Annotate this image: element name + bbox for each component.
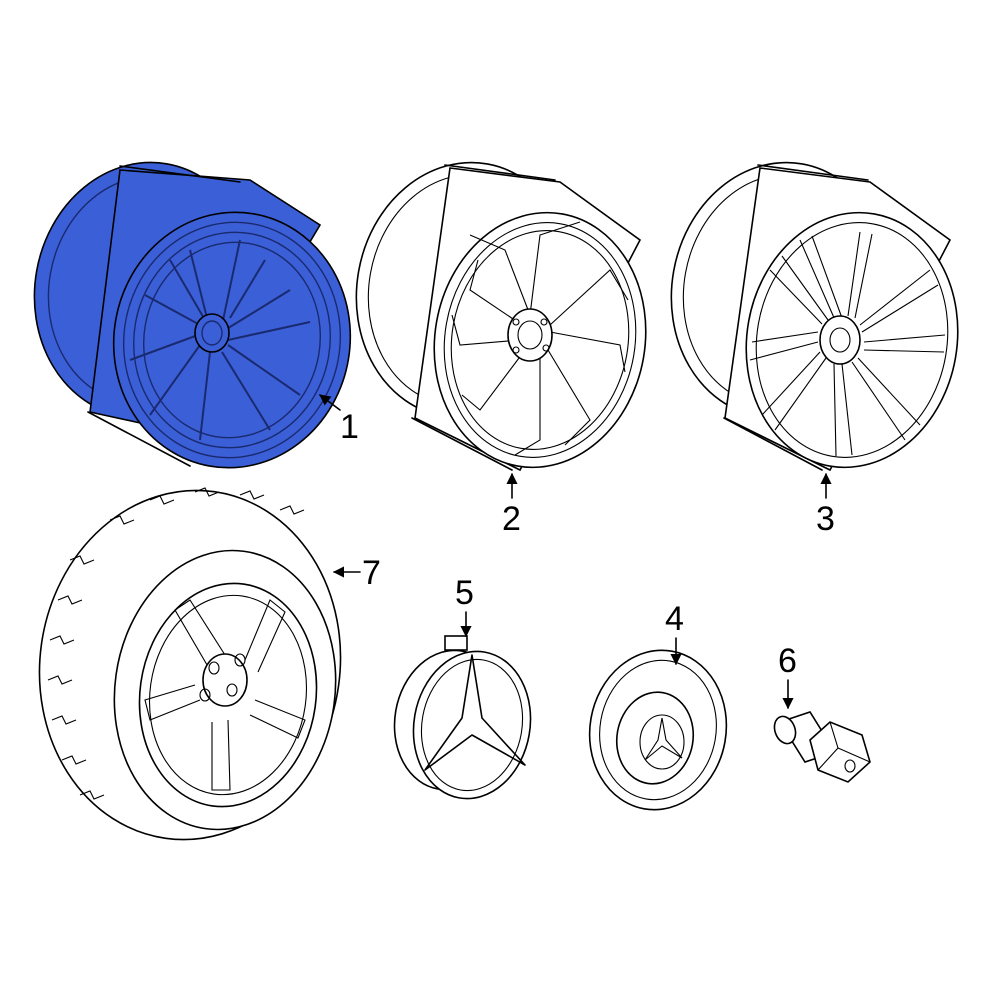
callout-2: 2	[502, 472, 521, 538]
callout-7: 7	[332, 554, 381, 592]
tire-7[interactable]	[17, 471, 363, 859]
wheel-1-highlighted[interactable]	[14, 145, 370, 487]
emblem-cap-5[interactable]	[384, 635, 542, 808]
callout-3: 3	[816, 472, 835, 538]
callout-number: 4	[665, 600, 684, 638]
callout-number: 7	[362, 554, 381, 592]
callout-6: 6	[778, 642, 797, 710]
callout-number: 2	[502, 500, 521, 538]
callout-5: 5	[455, 574, 474, 638]
callout-number: 5	[455, 574, 474, 612]
wheel-2[interactable]	[336, 145, 665, 484]
callout-number: 6	[778, 642, 797, 680]
callout-1: 1	[319, 394, 359, 446]
callout-number: 3	[816, 500, 835, 538]
center-cap-4[interactable]	[577, 639, 739, 820]
wheel-3[interactable]	[651, 145, 977, 484]
callout-4: 4	[665, 600, 684, 666]
callout-number: 1	[340, 408, 359, 446]
lug-bolt-6[interactable]	[771, 711, 871, 783]
